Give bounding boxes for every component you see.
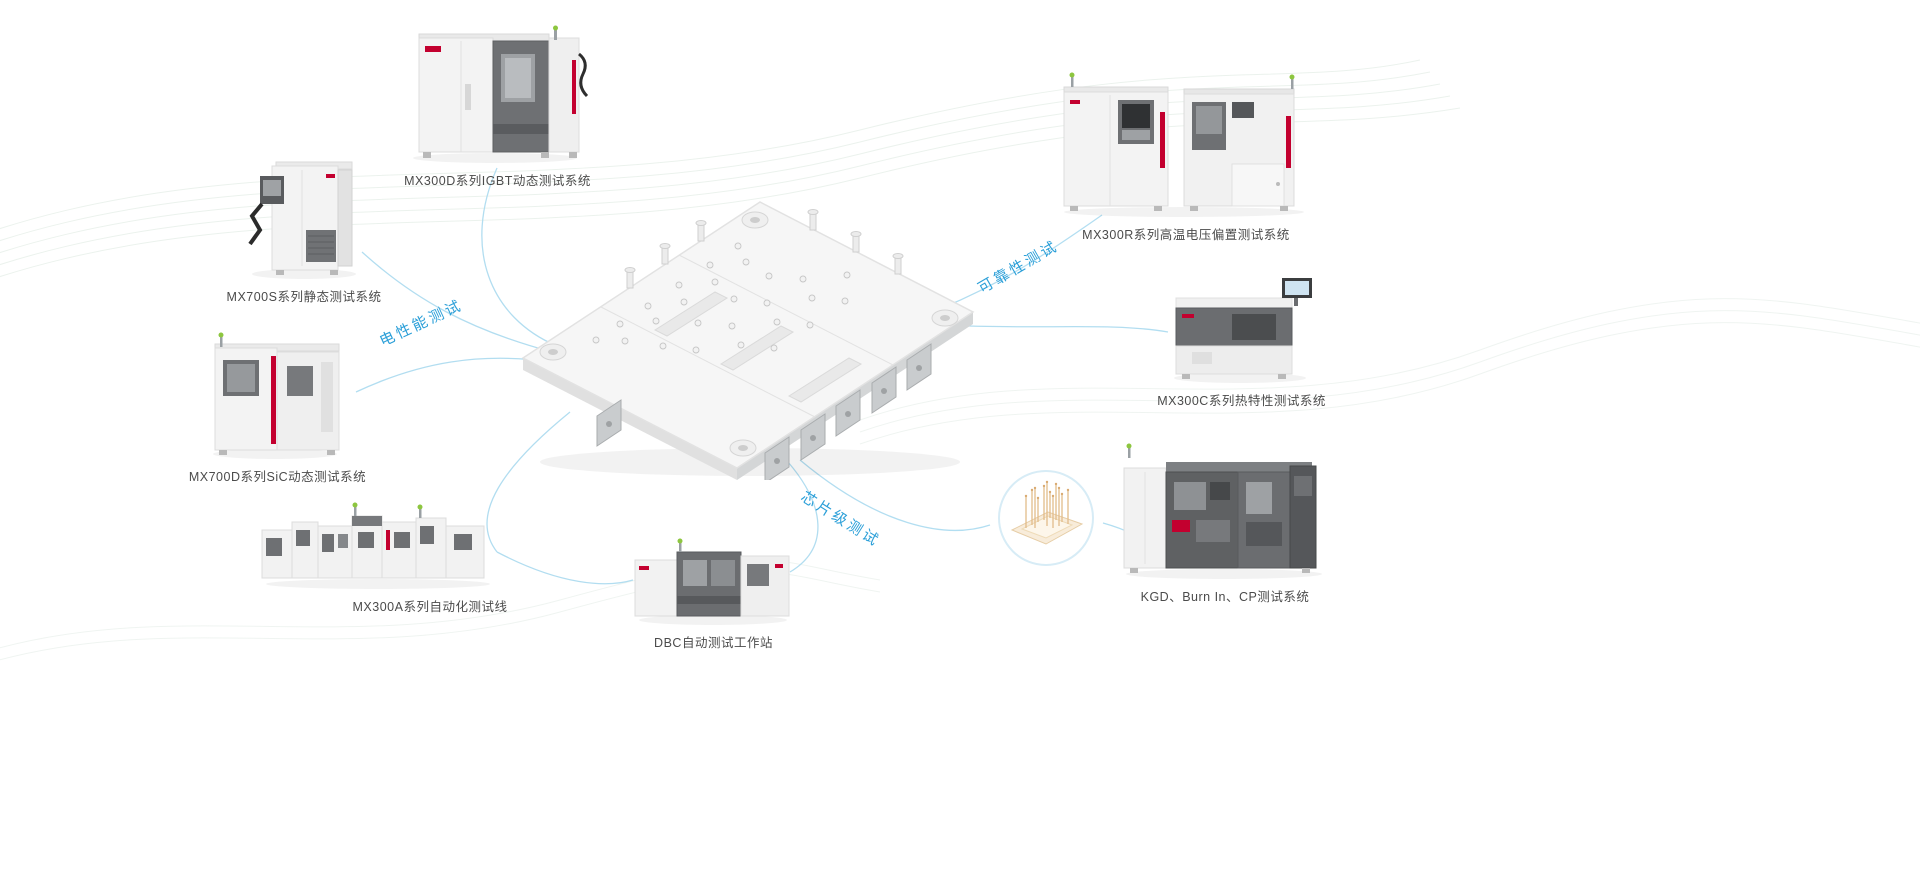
mx700s-machine-image [242,152,367,282]
mx300r-machine-label: MX300R系列高温电压偏置测试系统 [1082,228,1290,242]
machine-mx700d[interactable]: MX700D系列SiC动态测试系统 [189,332,366,485]
machine-mx300c[interactable]: MX300C系列热特性测试系统 [1157,264,1325,409]
machine-mx300a[interactable]: MX300A系列自动化测试线 [258,490,507,615]
mx700s-machine-label: MX700S系列静态测试系统 [226,290,382,304]
igbt-module-image [505,180,995,484]
probe-pins-image [988,466,1106,574]
mx300d-machine-image [403,24,593,166]
dbc-machine-image [629,538,799,628]
mx300c-machine-image [1166,264,1318,386]
machine-mx300r[interactable]: MX300R系列高温电压偏置测试系统 [1056,72,1316,243]
mx300a-machine-image [258,490,498,592]
mx700d-machine-label: MX700D系列SiC动态测试系统 [188,470,367,484]
kgd-machine-image [1120,436,1330,582]
mx300d-machine-label: MX300D系列IGBT动态测试系统 [404,174,591,188]
machine-mx300d[interactable]: MX300D系列IGBT动态测试系统 [400,24,595,189]
dbc-machine-label: DBC自动测试工作站 [654,636,773,650]
mx300c-machine-label: MX300C系列热特性测试系统 [1157,394,1326,408]
mx300a-machine-label: MX300A系列自动化测试线 [352,600,508,614]
mx300r-machine-image [1056,72,1316,220]
machine-dbc[interactable]: DBC自动测试工作站 [626,538,801,651]
mx700d-machine-image [203,332,353,462]
machine-mx700s[interactable]: MX700S系列静态测试系统 [227,152,381,305]
machine-kgd[interactable]: KGD、Burn In、CP测试系统 [1120,436,1330,605]
kgd-machine-label: KGD、Burn In、CP测试系统 [1140,590,1310,604]
